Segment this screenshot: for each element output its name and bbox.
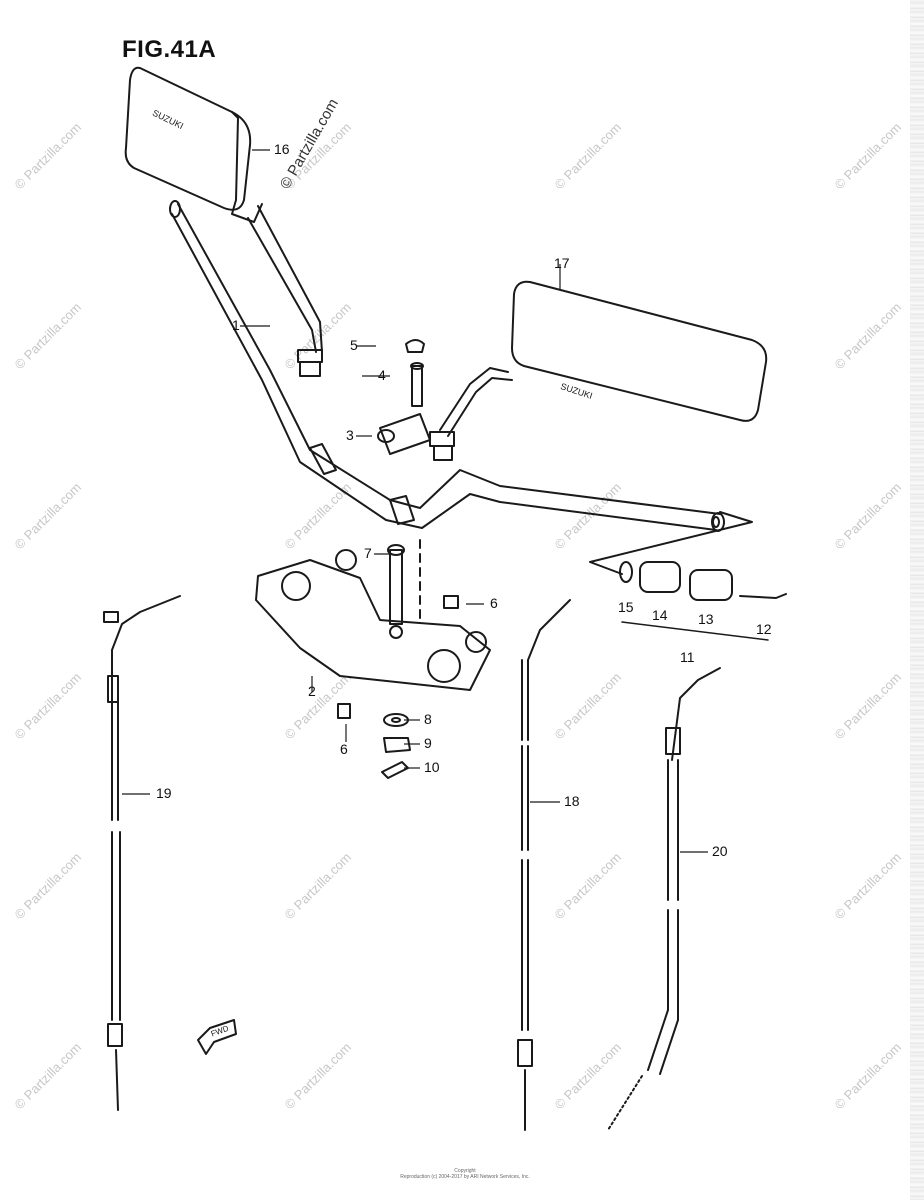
callout-20: 20 (712, 843, 728, 859)
handlebar-balancer-set (589, 511, 787, 641)
cable-18 (517, 599, 571, 1131)
watermark-text: © Partzilla.com (282, 1040, 355, 1113)
watermark-text: © Partzilla.com (552, 850, 625, 923)
callout-3: 3 (346, 427, 354, 443)
callout-6: 6 (340, 741, 348, 757)
watermark-text: © Partzilla.com (832, 480, 905, 553)
handlebar-holder-lower (255, 539, 491, 691)
callout-11: 11 (680, 649, 695, 665)
watermark-text: © Partzilla.com (552, 670, 625, 743)
watermark-text: © Partzilla.com (12, 120, 85, 193)
figure-title: FIG.41A (122, 36, 217, 63)
callout-14: 14 (652, 607, 668, 623)
fwd-arrow: FWD (197, 1019, 237, 1055)
right-mirror-brand: SUZUKI (559, 381, 593, 401)
watermark-text: © Partzilla.com (12, 480, 85, 553)
watermark-text: © Partzilla.com (12, 1040, 85, 1113)
watermark-text: © Partzilla.com (832, 1040, 905, 1113)
callout-19: 19 (156, 785, 172, 801)
callout-9: 9 (424, 735, 432, 751)
handlebar-holder-upper (377, 339, 431, 455)
leader-lines (122, 149, 708, 853)
copyright-note: Copyright Reproduction (c) 2004-2017 by … (400, 1168, 530, 1180)
cable-20 (607, 667, 721, 1131)
watermark-text: © Partzilla.com (832, 120, 905, 193)
watermark-text: © Partzilla.com (832, 670, 905, 743)
callout-18: 18 (564, 793, 580, 809)
callout-6: 6 (490, 595, 498, 611)
callout-16: 16 (274, 141, 290, 157)
watermark-text: © Partzilla.com (552, 120, 625, 193)
callout-13: 13 (698, 611, 714, 627)
watermark-text: © Partzilla.com (12, 850, 85, 923)
callout-15: 15 (618, 599, 634, 615)
callout-7: 7 (364, 545, 372, 561)
watermark-text: © Partzilla.com (282, 850, 355, 923)
watermark-text: © Partzilla.com (552, 1040, 625, 1113)
watermark-text: © Partzilla.com (832, 300, 905, 373)
callout-10: 10 (424, 759, 440, 775)
left-mirror: SUZUKI (124, 66, 323, 377)
watermark-text: © Partzilla.com (12, 300, 85, 373)
right-mirror: SUZUKI (429, 280, 768, 461)
scan-edge-artifact (910, 0, 924, 1200)
callout-8: 8 (424, 711, 432, 727)
callout-4: 4 (378, 367, 386, 383)
watermark-text: © Partzilla.com (282, 670, 355, 743)
callout-2: 2 (308, 683, 316, 699)
callout-17: 17 (554, 255, 570, 271)
callout-12: 12 (756, 621, 772, 637)
handlebar (169, 200, 725, 532)
cable-19 (103, 595, 181, 1111)
callout-1: 1 (232, 317, 240, 333)
watermark-text: © Partzilla.com (832, 850, 905, 923)
callout-5: 5 (350, 337, 358, 353)
watermark-text: © Partzilla.com (12, 670, 85, 743)
